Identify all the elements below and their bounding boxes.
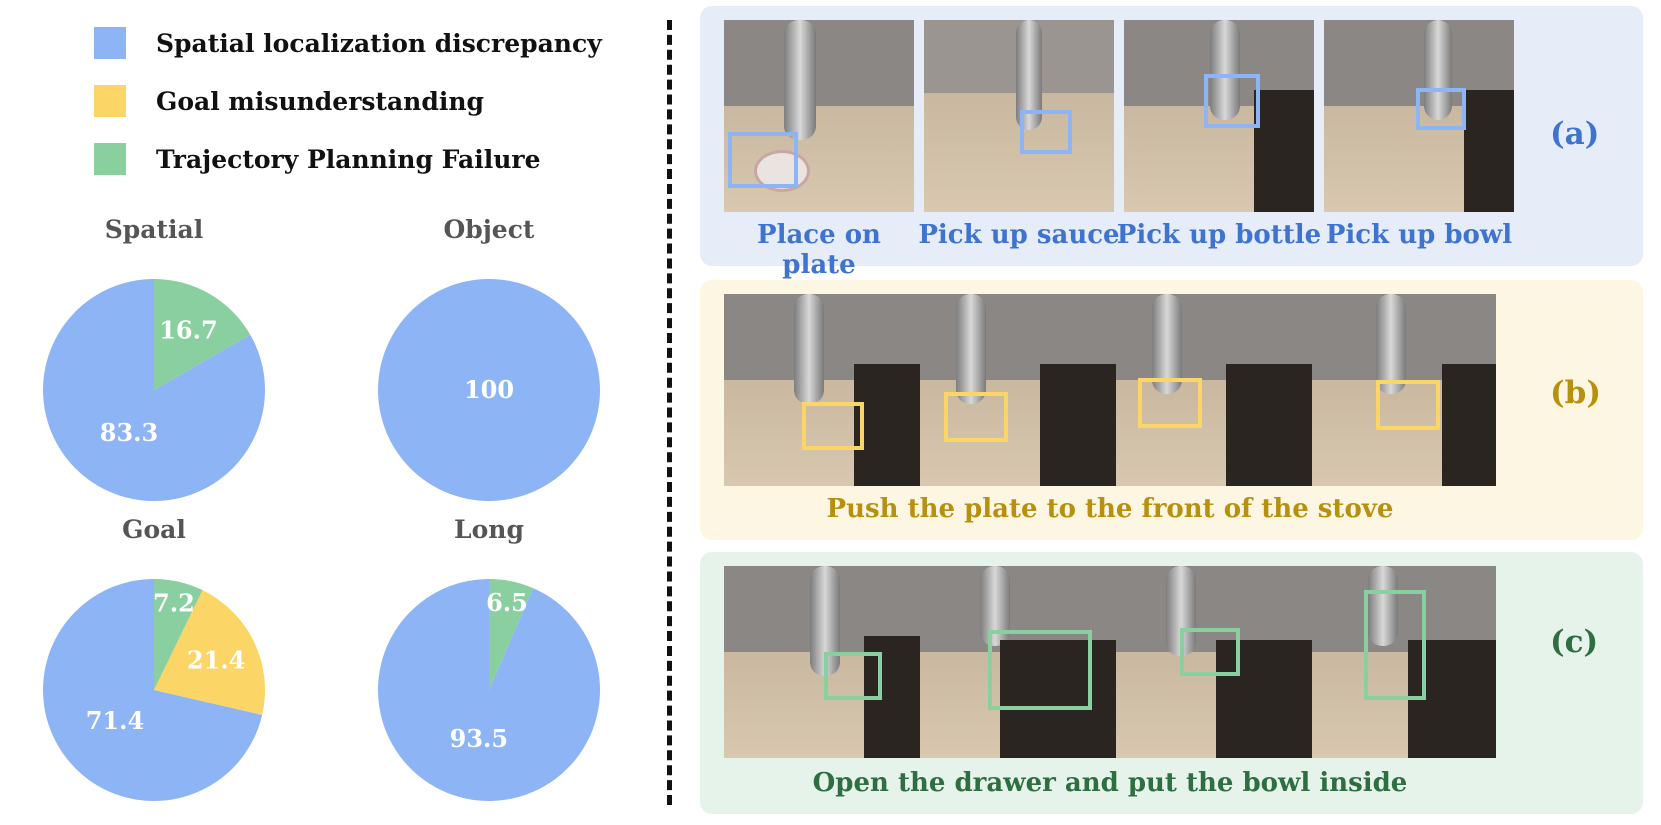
highlight-box <box>944 392 1008 442</box>
caption-pick-up-sauce: Pick up sauce <box>918 220 1120 250</box>
panel-tag-c: (c) <box>1550 624 1599 660</box>
panel-tag-b: (b) <box>1550 375 1602 411</box>
caption-push-plate: Push the plate to the front of the stove <box>826 494 1394 524</box>
scene-image-b4 <box>1312 294 1496 486</box>
highlight-box <box>1376 380 1440 430</box>
pie-value-label: 16.7 <box>159 315 217 344</box>
pie-slice-trajectory-planning-failure <box>154 579 203 690</box>
scene-image-c3 <box>1116 566 1312 758</box>
highlight-box <box>1138 378 1202 428</box>
scene-image-b2 <box>920 294 1116 486</box>
caption-pick-up-bottle: Pick up bottle <box>1116 220 1322 250</box>
pie-slice-goal-misunderstanding <box>154 590 265 715</box>
highlight-box <box>1364 590 1426 700</box>
scene-image-c1 <box>724 566 920 758</box>
scene-image-c4 <box>1312 566 1496 758</box>
pie-chart-long: 93.5 6.5 <box>378 579 600 801</box>
pie-slice-trajectory-planning-failure <box>489 579 534 690</box>
legend-swatch-trajectory <box>94 143 126 175</box>
pie-chart-object: 100 <box>378 279 600 501</box>
pie-title-spatial: Spatial <box>104 215 204 244</box>
pie-slice-spatial-localization-discrepancy <box>378 579 600 801</box>
scene-image-a3 <box>1124 20 1314 212</box>
legend-label-goal: Goal misunderstanding <box>156 86 484 116</box>
pie-value-label: 71.4 <box>86 706 144 735</box>
scene-image-a4 <box>1324 20 1514 212</box>
panel-a: Place on plate Pick up sauce Pick up bot… <box>700 6 1643 280</box>
highlight-box <box>728 132 798 188</box>
legend: Spatial localization discrepancy Goal mi… <box>94 27 602 202</box>
legend-item-spatial: Spatial localization discrepancy <box>94 27 602 59</box>
legend-label-spatial: Spatial localization discrepancy <box>156 28 602 58</box>
highlight-box <box>1180 628 1240 676</box>
highlight-box <box>988 630 1092 710</box>
highlight-box <box>802 402 864 450</box>
highlight-box <box>824 652 882 700</box>
pie-value-label: 83.3 <box>100 418 158 447</box>
scene-image-c2 <box>920 566 1116 758</box>
legend-item-trajectory: Trajectory Planning Failure <box>94 143 602 175</box>
panel-b: Push the plate to the front of the stove… <box>700 280 1643 540</box>
highlight-box <box>1416 88 1466 130</box>
scene-image-a2 <box>924 20 1114 212</box>
highlight-box <box>1204 74 1260 128</box>
pie-slice-trajectory-planning-failure <box>154 279 251 390</box>
pie-value-label: 100 <box>464 375 514 404</box>
dashed-divider <box>667 20 672 805</box>
scene-image-b1 <box>724 294 920 486</box>
pie-chart-goal: 71.4 21.4 7.2 <box>43 579 265 801</box>
pie-slice-spatial-localization-discrepancy <box>43 579 263 801</box>
pie-slice-spatial-localization-discrepancy <box>378 279 600 501</box>
caption-place-on-plate: Place on plate <box>757 220 881 280</box>
pie-value-label: 93.5 <box>450 724 508 753</box>
panel-c: Open the drawer and put the bowl inside … <box>700 552 1643 814</box>
pie-title-long: Long <box>454 515 524 544</box>
legend-label-trajectory: Trajectory Planning Failure <box>156 144 541 174</box>
legend-swatch-goal <box>94 85 126 117</box>
pie-title-object: Object <box>443 215 535 244</box>
pie-chart-spatial: 83.3 16.7 <box>42 279 265 501</box>
scene-image-b3 <box>1116 294 1312 486</box>
pie-value-label: 7.2 <box>153 588 195 617</box>
caption-pick-up-bowl: Pick up bowl <box>1325 220 1513 250</box>
pie-slice-spatial-localization-discrepancy <box>42 279 265 501</box>
caption-open-drawer: Open the drawer and put the bowl inside <box>812 768 1408 798</box>
panel-tag-a: (a) <box>1550 116 1600 152</box>
pie-title-goal: Goal <box>122 515 186 544</box>
scene-image-a1 <box>724 20 914 212</box>
legend-swatch-spatial <box>94 27 126 59</box>
pie-value-label: 6.5 <box>486 588 528 617</box>
legend-item-goal: Goal misunderstanding <box>94 85 602 117</box>
pie-value-label: 21.4 <box>187 645 245 674</box>
highlight-box <box>1020 110 1072 154</box>
